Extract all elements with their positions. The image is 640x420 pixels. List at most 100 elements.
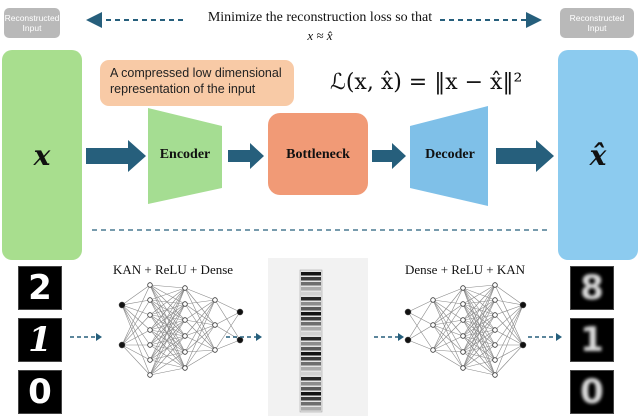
- encoder-network-node: [182, 301, 188, 307]
- encoder-network-connection: [184, 299, 216, 321]
- latent-code-cell: [301, 397, 321, 401]
- decoder-network-connection: [462, 284, 496, 321]
- latent-code-cell: [301, 377, 321, 381]
- decoder-network-node: [460, 333, 466, 339]
- decoder-network-node: [519, 341, 527, 349]
- decoder-network-connection: [494, 304, 524, 346]
- encoder-network-connection: [121, 304, 151, 361]
- encoder-network-node: [147, 282, 153, 288]
- decoder-network-connection: [432, 287, 464, 326]
- decoder-network-connection: [462, 303, 496, 331]
- top-dashed-double-arrow: [86, 12, 542, 28]
- reconstructed-input-tag-right: Reconstructed Input: [560, 8, 634, 38]
- decoder-network-node: [492, 342, 498, 348]
- decoder-network-node: [430, 297, 436, 303]
- bottleneck-callout-text: A compressed low dimensional representat…: [110, 66, 282, 96]
- latent-code-cell: [301, 322, 321, 326]
- decoder-network-node: [492, 312, 498, 318]
- latent-code-cell: [301, 367, 321, 371]
- latent-code-cell: [301, 277, 321, 281]
- encoder-network-connection: [149, 319, 186, 376]
- latent-code-cell: [301, 287, 321, 291]
- encoder-network-connection: [149, 287, 186, 301]
- encoder-network-connection: [149, 287, 186, 376]
- encoder-network-connection: [184, 299, 216, 337]
- input-symbol: x: [33, 138, 51, 172]
- latent-code-cell: [301, 327, 321, 331]
- encoder-network-title: KAN + ReLU + Dense: [112, 262, 234, 277]
- encoder-network-connection: [184, 324, 216, 337]
- header-line-1: Minimize the reconstruction loss so that: [207, 10, 433, 25]
- encoder-network-connection: [149, 329, 186, 353]
- decoder-network-connection: [432, 319, 464, 326]
- encoder-network-connection: [149, 367, 186, 376]
- decoder-network-connection: [432, 324, 464, 337]
- decoder-network-connection: [432, 335, 464, 351]
- arrow-digits-to-encoder-network-head: [96, 333, 102, 341]
- decoder-network-connection: [462, 284, 496, 289]
- loss-equation: ℒ(x, x̂) = ‖x − x̂‖²: [330, 70, 522, 95]
- encoder-network-connection: [149, 299, 186, 369]
- header-text: Minimize the reconstruction loss so that…: [190, 10, 450, 44]
- header-line-2: x ≈ x̂: [307, 28, 333, 43]
- decoder-network-connection: [494, 304, 524, 331]
- decoder-network-connection: [462, 303, 496, 346]
- encoder-network-connection: [184, 299, 216, 305]
- latent-code-cell: [301, 407, 321, 411]
- decoder-network-connection: [462, 284, 496, 369]
- encoder-network-connection: [121, 344, 151, 376]
- encoder-network-node: [118, 301, 126, 309]
- encoder-network-node: [118, 341, 126, 349]
- encoder-network-node: [236, 308, 244, 316]
- encoder-network-connection: [184, 324, 216, 369]
- decoder-network-connection: [494, 329, 524, 346]
- encoder-network-connection: [121, 329, 151, 346]
- encoder-network-connection: [149, 351, 186, 361]
- encoder-network-node: [212, 297, 218, 303]
- decoder-network-connection: [432, 287, 464, 301]
- encoder-network-connection: [184, 303, 216, 351]
- decoder-network-connection: [462, 335, 496, 346]
- decoder-network-connection: [494, 304, 524, 316]
- decoder-network-connection: [494, 304, 524, 361]
- decoder-network-node: [460, 301, 466, 307]
- encoder-network-connection: [149, 303, 186, 316]
- encoder-network-node: [147, 297, 153, 303]
- encoder-network-connection: [149, 314, 186, 321]
- latent-code-cell: [301, 357, 321, 361]
- decoder-network-connection: [432, 299, 464, 337]
- input-digit-glyph: 0: [28, 372, 52, 412]
- decoder-network-connection: [462, 284, 496, 305]
- decoder-network-connection: [462, 303, 496, 316]
- decoder-network-connection: [494, 284, 524, 306]
- encoder-network-connection: [121, 344, 151, 361]
- decoder-network-connection: [432, 299, 464, 305]
- latent-code-cell: [301, 392, 321, 396]
- decoder-network-connection: [462, 351, 496, 376]
- decoder-network-connection: [462, 299, 496, 305]
- output-digit-glyph: 0: [580, 372, 604, 412]
- encoder-network-connection: [184, 303, 216, 326]
- decoder-network-connection: [462, 303, 496, 376]
- decoder-network-connection: [432, 299, 464, 321]
- decoder-network-connection: [462, 319, 496, 331]
- decoder-network-node: [404, 308, 412, 316]
- encoder-network-node: [147, 357, 153, 363]
- output-digit-glyph: 8: [580, 268, 604, 308]
- latent-code-cell: [301, 362, 321, 366]
- decoder-network-connection: [462, 287, 496, 361]
- decoder-network-connection: [432, 287, 464, 351]
- encoder-network-connection: [184, 319, 216, 326]
- encoder-network-connection: [121, 284, 151, 346]
- encoder-network-connection: [149, 299, 186, 353]
- encoder-network-connection: [121, 314, 151, 346]
- latent-code-cell: [301, 352, 321, 356]
- encoder-network-node: [182, 317, 188, 323]
- decoder-network-connection: [494, 299, 524, 346]
- latent-code-cell: [301, 342, 321, 346]
- encoder-network-connection: [214, 311, 241, 326]
- encoder-network-connection: [149, 287, 186, 361]
- encoder-network-connection: [214, 311, 241, 351]
- output-digit-thumbnail: 1: [570, 318, 614, 362]
- decoder-network-connection: [462, 284, 496, 337]
